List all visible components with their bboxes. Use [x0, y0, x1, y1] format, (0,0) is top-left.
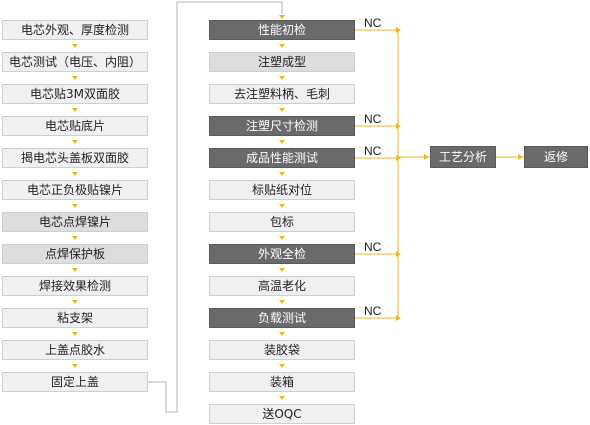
nc-label: NC: [364, 112, 382, 126]
step-label-wrap: 包标: [209, 212, 355, 232]
nc-label: NC: [364, 16, 382, 30]
down-arrow: [279, 332, 285, 336]
down-arrow: [279, 268, 285, 272]
rework-box: 返修: [524, 146, 588, 168]
step-cell-test: 电芯测试（电压、内阻）: [2, 52, 148, 72]
step-load-test: 负载测试: [209, 308, 355, 328]
down-arrow: [279, 236, 285, 240]
down-arrow: [72, 172, 78, 176]
step-dispense-glue: 上盖点胶水: [2, 340, 148, 360]
down-arrow: [72, 108, 78, 112]
right-arrow: [396, 27, 401, 33]
step-bagging: 装胶袋: [209, 340, 355, 360]
step-attach-nickel: 电芯正负极贴镍片: [2, 180, 148, 200]
nc-label: NC: [364, 144, 382, 158]
step-molding-dimension-check: 注塑尺寸检测: [209, 116, 355, 136]
right-arrow: [396, 155, 401, 161]
step-peel-cap-tape: 揭电芯头盖板双面胶: [2, 148, 148, 168]
right-arrow: [396, 251, 401, 257]
step-label-alignment: 标贴纸对位: [209, 180, 355, 200]
down-arrow: [72, 76, 78, 80]
step-fix-cover: 固定上盖: [2, 372, 148, 392]
down-arrow: [279, 204, 285, 208]
down-arrow: [72, 268, 78, 272]
step-cell-inspection: 电芯外观、厚度检测: [2, 20, 148, 40]
down-arrow: [279, 44, 285, 48]
down-arrow: [279, 15, 285, 19]
down-arrow: [279, 172, 285, 176]
column-link-line: [148, 1, 283, 413]
down-arrow: [72, 236, 78, 240]
step-visual-inspection: 外观全检: [209, 244, 355, 264]
down-arrow: [279, 300, 285, 304]
step-weld-protection-board: 点焊保护板: [2, 244, 148, 264]
down-arrow: [279, 140, 285, 144]
right-arrow: [396, 123, 401, 129]
down-arrow: [279, 396, 285, 400]
step-cell-bottom-sheet: 电芯贴底片: [2, 116, 148, 136]
down-arrow: [72, 300, 78, 304]
process-analysis-box: 工艺分析: [430, 146, 496, 168]
step-deburr: 去注塑料柄、毛刺: [209, 84, 355, 104]
down-arrow: [72, 332, 78, 336]
down-arrow: [72, 364, 78, 368]
step-initial-performance-check: 性能初检: [209, 20, 355, 40]
nc-label: NC: [364, 240, 382, 254]
down-arrow: [72, 44, 78, 48]
step-boxing: 装箱: [209, 372, 355, 392]
right-arrow: [424, 154, 429, 160]
step-cell-3m-tape: 电芯贴3M双面胶: [2, 84, 148, 104]
step-send-oqc: 送OQC: [209, 404, 355, 424]
nc-label: NC: [364, 304, 382, 318]
down-arrow: [72, 204, 78, 208]
step-injection-molding: 注塑成型: [209, 52, 355, 72]
down-arrow: [279, 76, 285, 80]
right-arrow: [518, 154, 523, 160]
down-arrow: [279, 108, 285, 112]
step-final-performance-test: 成品性能测试: [209, 148, 355, 168]
step-spot-weld-nickel: 电芯点焊镍片: [2, 212, 148, 232]
step-weld-check: 焊接效果检测: [2, 276, 148, 296]
step-attach-bracket: 粘支架: [2, 308, 148, 328]
right-arrow: [396, 315, 401, 321]
step-high-temp-aging: 高温老化: [209, 276, 355, 296]
down-arrow: [279, 364, 285, 368]
down-arrow: [72, 140, 78, 144]
